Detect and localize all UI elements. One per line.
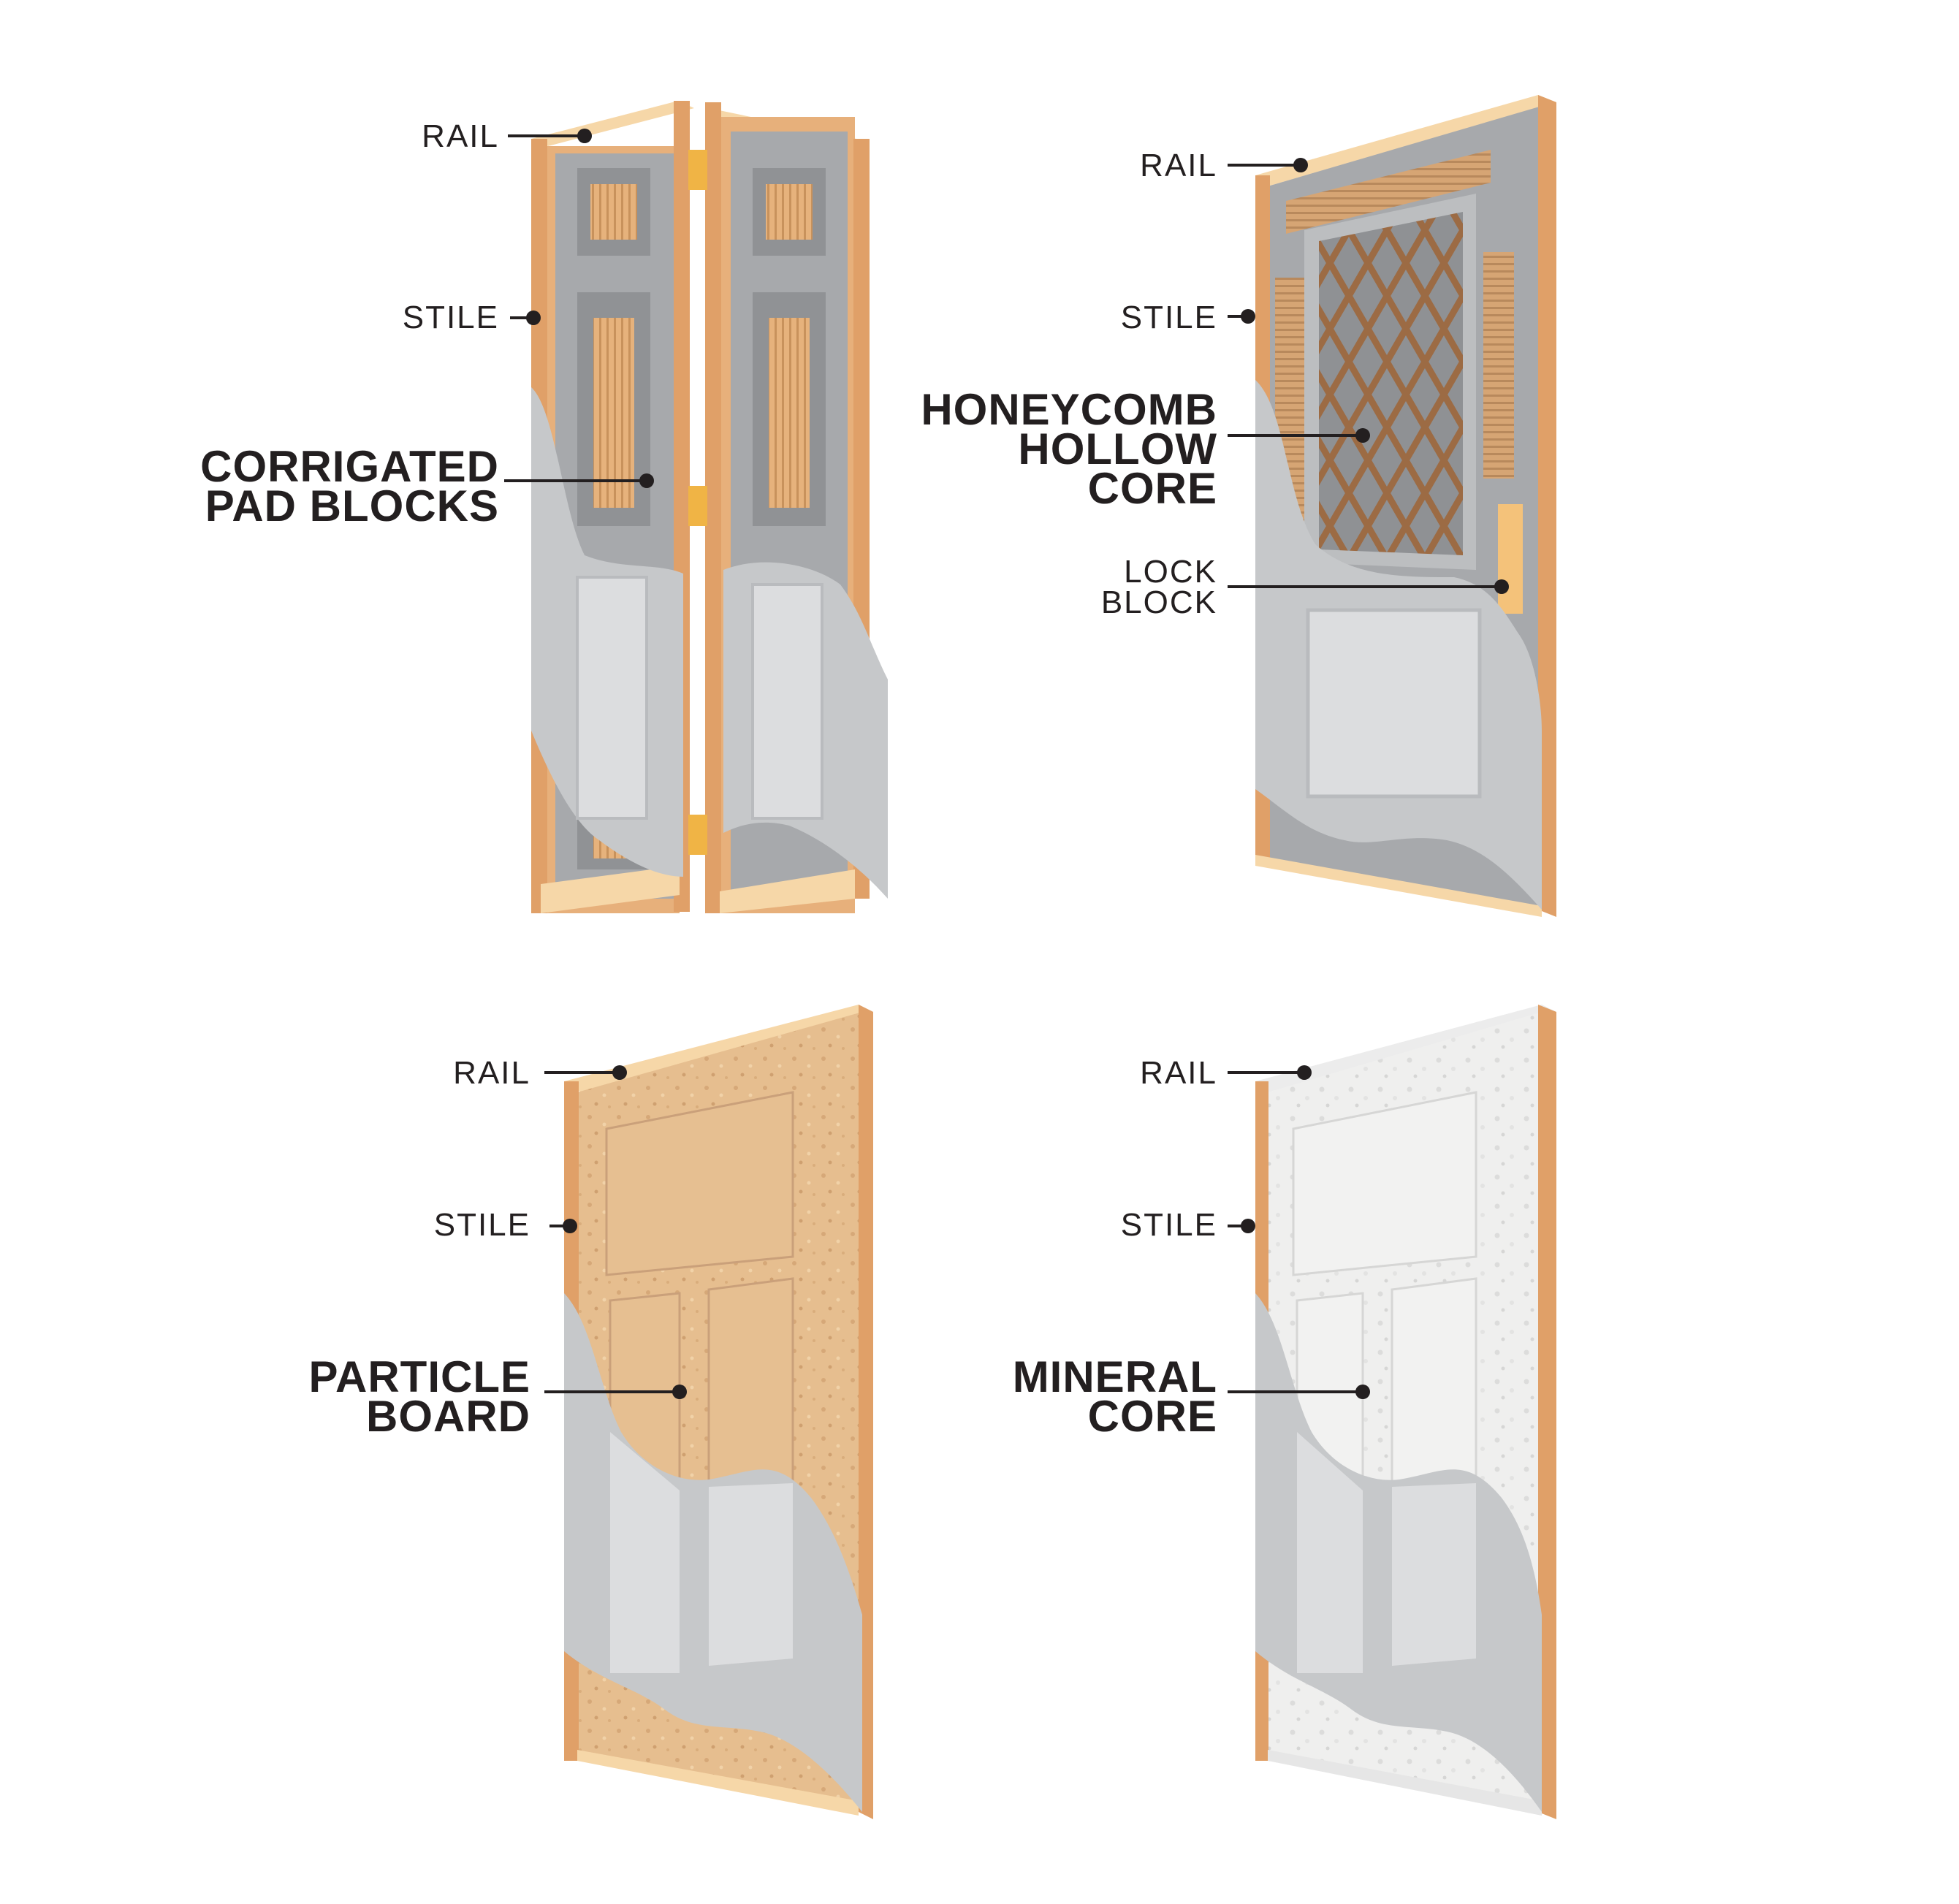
particle-bottom-rail <box>577 1750 859 1816</box>
mineral-rail-label: RAIL <box>1140 1055 1217 1091</box>
hollow-core-label-line1: HONEYCOMB <box>921 385 1217 434</box>
stile-dot <box>563 1219 577 1233</box>
core-dot <box>672 1385 687 1399</box>
rail-dot <box>1293 158 1308 172</box>
particle-board-door <box>564 1005 873 1819</box>
lock-block-label-line2: BLOCK <box>1100 584 1217 620</box>
core-dot <box>1355 428 1370 443</box>
bifold-stile-label: STILE <box>402 300 499 335</box>
stile-dot <box>1241 309 1255 324</box>
mineral-core-label-line1: MINERAL <box>1012 1352 1217 1401</box>
bifold-core-label-line2: PAD BLOCKS <box>205 481 499 530</box>
hollow-rail-label: RAIL <box>1140 148 1217 183</box>
mineral-skin-panel-left <box>1297 1432 1363 1673</box>
hollow-right-stile <box>1538 95 1556 917</box>
particle-top-panel <box>605 1091 794 1276</box>
mineral-right-stile <box>1538 1005 1556 1819</box>
mineral-core-label: MINERAL CORE <box>1012 1352 1217 1441</box>
particle-skin-panel-right <box>709 1483 793 1666</box>
right-leaf-stile-left <box>705 102 721 913</box>
particle-rail-label: RAIL <box>453 1055 530 1091</box>
lock-block-label: LOCK BLOCK <box>1100 554 1217 620</box>
honeycomb-core <box>1319 212 1463 555</box>
hollow-top-block <box>1286 150 1491 234</box>
bifold-door <box>531 101 888 913</box>
hollow-core-door <box>1255 95 1556 917</box>
hinge-middle-icon <box>688 486 707 526</box>
right-leaf-bottom-rail <box>720 869 855 913</box>
core-dot <box>639 473 654 488</box>
hollow-bottom-rail <box>1255 855 1542 917</box>
particle-core-label-line2: BOARD <box>366 1392 530 1441</box>
stile-dot <box>1241 1219 1255 1233</box>
lock-block <box>1498 504 1523 614</box>
mineral-core-door <box>1255 1005 1556 1819</box>
left-leaf-top-rail <box>531 101 694 146</box>
mineral-top-rail <box>1255 1005 1556 1092</box>
hollow-stile-label: STILE <box>1120 300 1217 335</box>
particle-skin-panel-left <box>610 1432 680 1673</box>
mineral-core-label-line2: CORE <box>1087 1392 1217 1441</box>
hinge-top-icon <box>688 150 707 190</box>
lock-block-label-line1: LOCK <box>1124 554 1217 590</box>
bifold-rail-label: RAIL <box>422 118 499 154</box>
particle-stile-label: STILE <box>433 1207 530 1243</box>
hollow-core-label: HONEYCOMB HOLLOW CORE <box>921 385 1217 513</box>
left-leaf-bottom-rail <box>541 866 680 913</box>
lock-block-dot <box>1494 579 1509 594</box>
core-dot <box>1355 1385 1370 1399</box>
hollow-core-label-line2: HOLLOW <box>1018 424 1217 473</box>
particle-core-label-line1: PARTICLE <box>308 1352 530 1401</box>
particle-top-rail <box>564 1005 873 1092</box>
hollow-top-rail <box>1255 95 1556 186</box>
hinge-bottom-icon <box>688 815 707 855</box>
hollow-lower-panel <box>1306 608 1482 799</box>
bifold-core-label-line1: CORRIGATED <box>200 442 499 491</box>
mineral-top-panel <box>1292 1091 1477 1276</box>
bifold-core-label: CORRIGATED PAD BLOCKS <box>200 442 499 530</box>
callouts <box>504 129 1509 1399</box>
mineral-stile-label: STILE <box>1120 1207 1217 1243</box>
rail-dot <box>1297 1065 1312 1080</box>
mineral-bottom-rail <box>1268 1750 1542 1816</box>
particle-core-label: PARTICLE BOARD <box>308 1352 530 1441</box>
stile-dot <box>526 311 541 325</box>
rail-dot <box>612 1065 627 1080</box>
hollow-right-stile-block <box>1483 252 1514 479</box>
mineral-skin-panel-right <box>1392 1483 1476 1666</box>
hollow-core-label-line3: CORE <box>1087 464 1217 513</box>
rail-dot <box>577 129 592 143</box>
